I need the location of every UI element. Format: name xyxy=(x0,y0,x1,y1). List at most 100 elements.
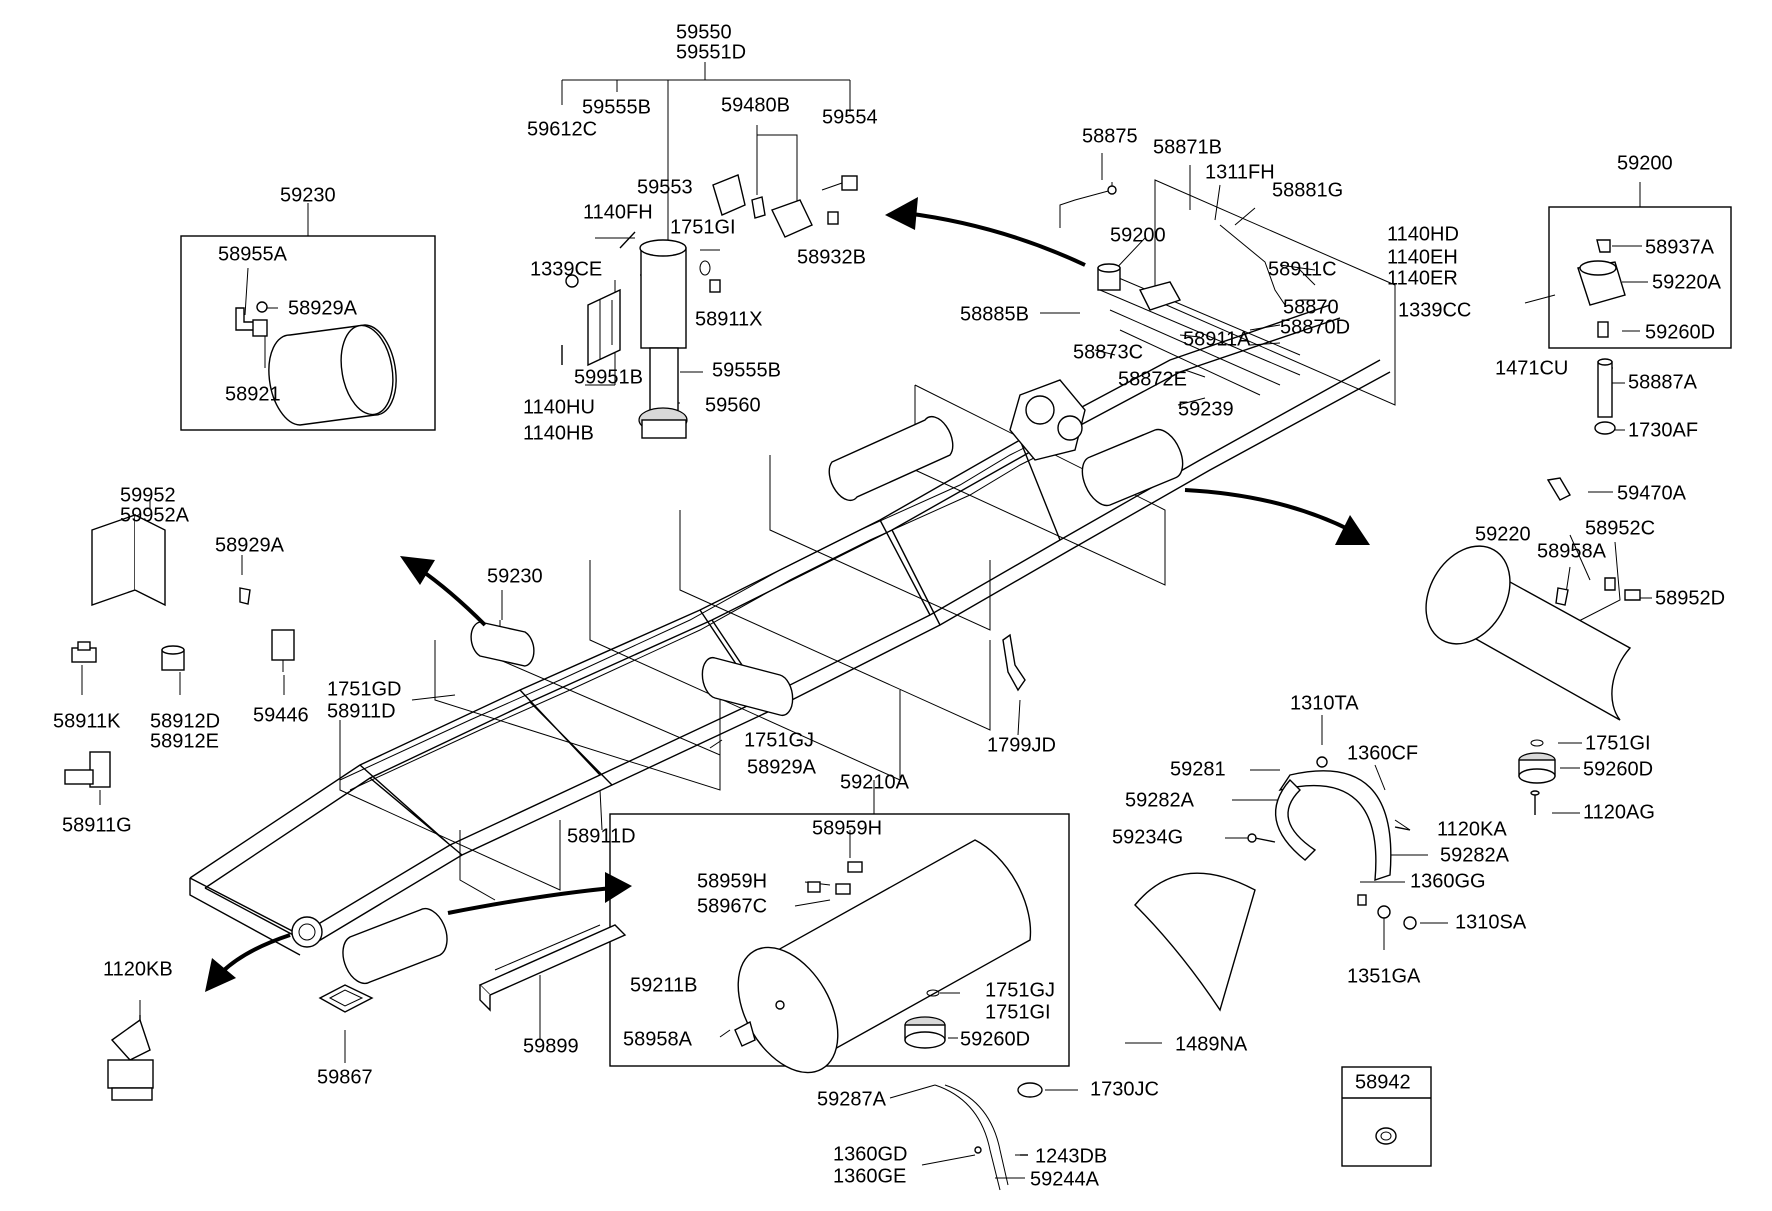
label-59446: 59446 xyxy=(253,704,309,726)
frame-rail-right xyxy=(299,359,1381,936)
bracket-59951B xyxy=(587,288,621,367)
label-59555B-mid: 59555B xyxy=(712,359,781,381)
frame-valve-cluster xyxy=(1009,379,1086,461)
label-58911C: 58911C xyxy=(1268,258,1337,280)
gasket-59867 xyxy=(318,984,374,1013)
label-59480B: 59480B xyxy=(721,94,790,116)
label-1140HU: 1140HU xyxy=(523,396,595,418)
frame-rail-right-inner xyxy=(311,371,1391,946)
label-1751GI-top: 1751GI xyxy=(670,216,736,238)
fitting-59470A xyxy=(1546,477,1571,501)
washer-1351GA xyxy=(1377,905,1391,919)
label-59553: 59553 xyxy=(637,176,693,198)
label-58932B: 58932B xyxy=(797,246,866,268)
label-58958A-box: 58958A xyxy=(623,1028,693,1050)
fitting-59260D-box xyxy=(1597,321,1609,338)
label-59210A: 59210A xyxy=(840,771,910,793)
label-1140FH: 1140FH xyxy=(583,201,653,223)
strap-59282A xyxy=(1275,770,1392,882)
label-58929A-mid: 58929A xyxy=(747,756,817,778)
label-59952: 59952 xyxy=(120,484,176,506)
fitting-58912D xyxy=(161,645,185,671)
label-59220A: 59220A xyxy=(1652,271,1722,293)
label-58885B: 58885B xyxy=(960,303,1029,325)
bracket-59899 xyxy=(478,924,627,1012)
arrowhead-1120KB xyxy=(205,958,236,992)
bracket-59952 xyxy=(91,514,166,607)
label-58959H-a: 58959H xyxy=(812,817,882,839)
fitting-59554 xyxy=(821,175,858,191)
label-1751GD: 1751GD xyxy=(327,678,402,700)
valve-59200-mid xyxy=(1097,263,1182,311)
hose-58875 xyxy=(1059,182,1117,228)
label-59555B-top: 59555B xyxy=(582,96,651,118)
frame-plate-upper-lines xyxy=(1099,269,1301,396)
air-line-main xyxy=(339,429,1061,781)
pointer-arrows xyxy=(205,197,1370,992)
label-1140HD: 1140HD xyxy=(1387,223,1459,245)
arrow-to-59210A xyxy=(447,886,613,915)
label-59560: 59560 xyxy=(705,394,761,416)
oring-1751GJ-box xyxy=(926,989,940,997)
label-1751GJ-mid: 1751GJ xyxy=(744,729,814,751)
label-59470A: 59470A xyxy=(1617,482,1687,504)
arrow-to-59550 xyxy=(904,211,1086,267)
cap-1730AF xyxy=(1594,421,1616,435)
label-59551D: 59551D xyxy=(676,41,746,63)
frame-plate-h xyxy=(459,830,496,901)
fitting-58958A-box xyxy=(734,1020,756,1047)
label-1140HB: 1140HB xyxy=(523,422,594,444)
label-1120KB: 1120KB xyxy=(103,958,173,980)
vehicle-frame xyxy=(189,179,1396,956)
bolt-59234G xyxy=(1247,833,1276,843)
label-59554: 59554 xyxy=(822,106,878,128)
frame-valve-left xyxy=(291,916,323,948)
label-58929A-box: 58929A xyxy=(288,297,358,319)
label-59260D-box2: 59260D xyxy=(960,1028,1030,1050)
fitting-58911G xyxy=(64,751,111,788)
label-59952A: 59952A xyxy=(120,504,190,526)
label-1360GD: 1360GD xyxy=(833,1143,908,1165)
arrow-to-59220 xyxy=(1184,488,1351,532)
label-58881G: 58881G xyxy=(1272,179,1343,201)
fitting-58911X xyxy=(709,279,721,293)
label-59867: 59867 xyxy=(317,1066,373,1088)
fitting-58911K xyxy=(71,641,97,663)
pad-59260D-right xyxy=(1518,752,1556,784)
fitting-58958A-right xyxy=(1555,587,1569,606)
frame-tank-rear xyxy=(1081,428,1184,507)
arrowhead-59220 xyxy=(1335,515,1370,545)
label-59287A: 59287A xyxy=(817,1088,887,1110)
label-1489NA: 1489NA xyxy=(1175,1033,1248,1055)
label-58911K: 58911K xyxy=(53,710,121,732)
frame-tank-front-small xyxy=(342,907,448,985)
label-1140ER: 1140ER xyxy=(1387,267,1458,289)
label-58912D: 58912D xyxy=(150,710,220,732)
arrow-to-59230 xyxy=(416,566,487,627)
arrowhead-59550 xyxy=(885,197,918,230)
tank-59220 xyxy=(1425,545,1632,721)
label-59282A-a: 59282A xyxy=(1125,789,1195,811)
frame-tank-mid xyxy=(701,656,794,717)
label-58942: 58942 xyxy=(1355,1071,1411,1093)
label-1120KA: 1120KA xyxy=(1437,818,1507,840)
label-58870D: 58870D xyxy=(1280,316,1350,338)
label-1471CU: 1471CU xyxy=(1495,357,1568,379)
frame-plate-a xyxy=(589,560,901,781)
label-59951B: 59951B xyxy=(574,366,643,388)
tank-59230 xyxy=(268,324,397,426)
label-1351GA: 1351GA xyxy=(1347,965,1421,987)
fitting-58959H xyxy=(807,861,863,895)
label-1339CE: 1339CE xyxy=(530,258,602,280)
hose-59287A xyxy=(934,1084,1009,1191)
label-58959H-b: 58959H xyxy=(697,870,767,892)
label-1751GJ-box: 1751GJ xyxy=(985,979,1055,1001)
nut-1310SA xyxy=(1403,916,1417,930)
label-58929A-left: 58929A xyxy=(215,534,285,556)
fitting-58929A-left xyxy=(239,587,251,605)
arrowhead-59230 xyxy=(400,556,435,585)
fitting-58952D xyxy=(1624,589,1641,601)
oring-1751GI-top xyxy=(699,260,711,276)
bolt-1120AG xyxy=(1530,790,1540,815)
